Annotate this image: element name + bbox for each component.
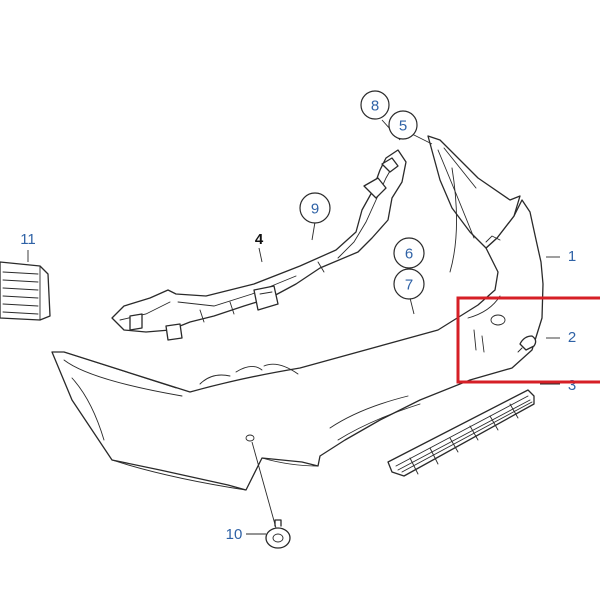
part-2-cap <box>517 335 537 353</box>
callout-1-label: 1 <box>568 248 576 265</box>
part-4-carrier-bracket <box>111 149 407 341</box>
callout-8-label: 8 <box>371 98 379 115</box>
callout-6: 6 <box>393 237 425 269</box>
callout-5: 5 <box>388 110 418 140</box>
highlight-box <box>456 296 600 384</box>
part-3-lower-grille <box>387 389 535 477</box>
callout-9: 9 <box>299 192 331 224</box>
callout-10-label: 10 <box>226 526 243 543</box>
callout-8: 8 <box>360 90 390 120</box>
callout-6-label: 6 <box>405 246 413 263</box>
callout-7: 7 <box>393 268 425 300</box>
callout-3-label: 3 <box>568 377 576 394</box>
callout-2-label: 2 <box>568 329 576 346</box>
part-11-side-grille <box>0 261 51 321</box>
part-10-clip <box>265 519 291 549</box>
callout-11-label: 11 <box>20 231 36 248</box>
part-1-bumper-cover <box>51 135 544 491</box>
callout-4-label: 4 <box>255 231 264 248</box>
callout-9-label: 9 <box>311 201 319 218</box>
callout-7-label: 7 <box>405 277 413 294</box>
callout-5-label: 5 <box>399 118 407 135</box>
